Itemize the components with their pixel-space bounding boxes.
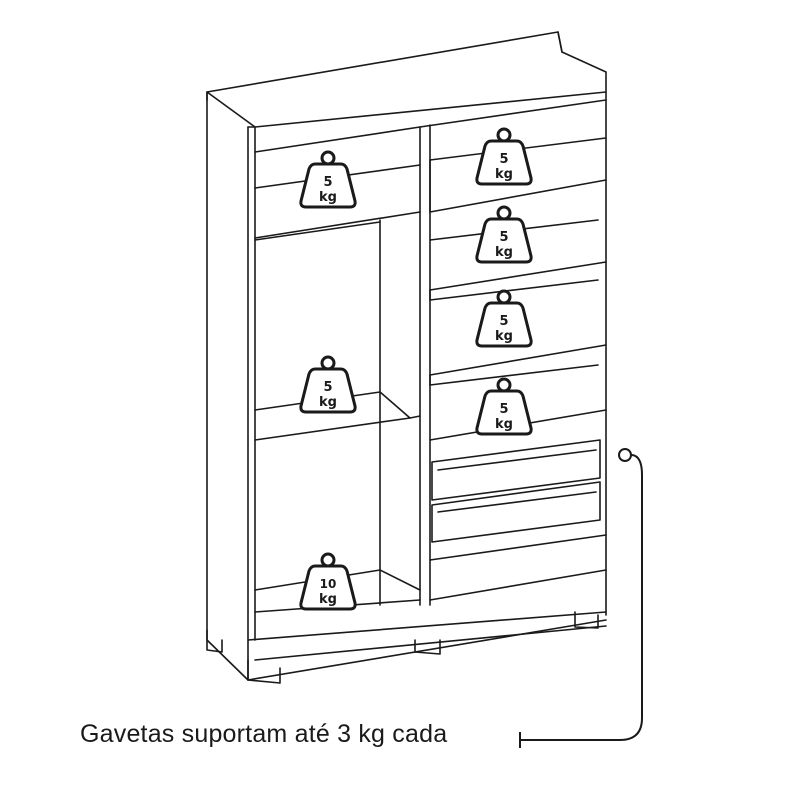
- bottom-front: [247, 611, 607, 641]
- weight-icon: 5kg: [475, 377, 533, 436]
- foot-left-front: [247, 659, 281, 684]
- foot-right: [574, 611, 599, 629]
- weight-number: 5: [323, 175, 332, 190]
- weight-number: 5: [499, 152, 508, 167]
- weight-number: 10: [320, 577, 337, 591]
- weight-icon: 5kg: [299, 355, 357, 414]
- callout-connector: [519, 448, 643, 748]
- drawer-1: [431, 439, 601, 501]
- weight-unit: kg: [495, 167, 513, 182]
- lower-left-shelf: [254, 569, 421, 591]
- wardrobe-lines: [206, 31, 607, 684]
- weight-unit: kg: [495, 245, 513, 260]
- weight-icon: 5kg: [299, 150, 357, 209]
- right-shelf-2: [429, 279, 599, 301]
- wardrobe-top: [206, 31, 607, 128]
- weight-unit: kg: [319, 592, 337, 607]
- lower-right-shelf: [429, 569, 607, 601]
- weight-number: 5: [499, 402, 508, 417]
- right-shelf-3: [429, 364, 599, 386]
- weight-number: 5: [499, 314, 508, 329]
- drawer-capacity-caption: Gavetas suportam até 3 kg cada: [80, 720, 448, 748]
- left-side-panel: [206, 91, 249, 681]
- weight-unit: kg: [319, 395, 337, 410]
- callout-dot: [618, 448, 632, 462]
- weight-unit: kg: [495, 417, 513, 432]
- foot-left-back: [206, 629, 223, 653]
- weight-unit: kg: [495, 329, 513, 344]
- foot-middle: [414, 639, 441, 655]
- drawer-2: [431, 481, 601, 543]
- weight-number: 5: [323, 380, 332, 395]
- weight-number: 5: [499, 230, 508, 245]
- weight-icon: 5kg: [475, 205, 533, 264]
- weight-icon: 5kg: [475, 289, 533, 348]
- weight-unit: kg: [319, 190, 337, 205]
- weight-icon: 5kg: [475, 127, 533, 186]
